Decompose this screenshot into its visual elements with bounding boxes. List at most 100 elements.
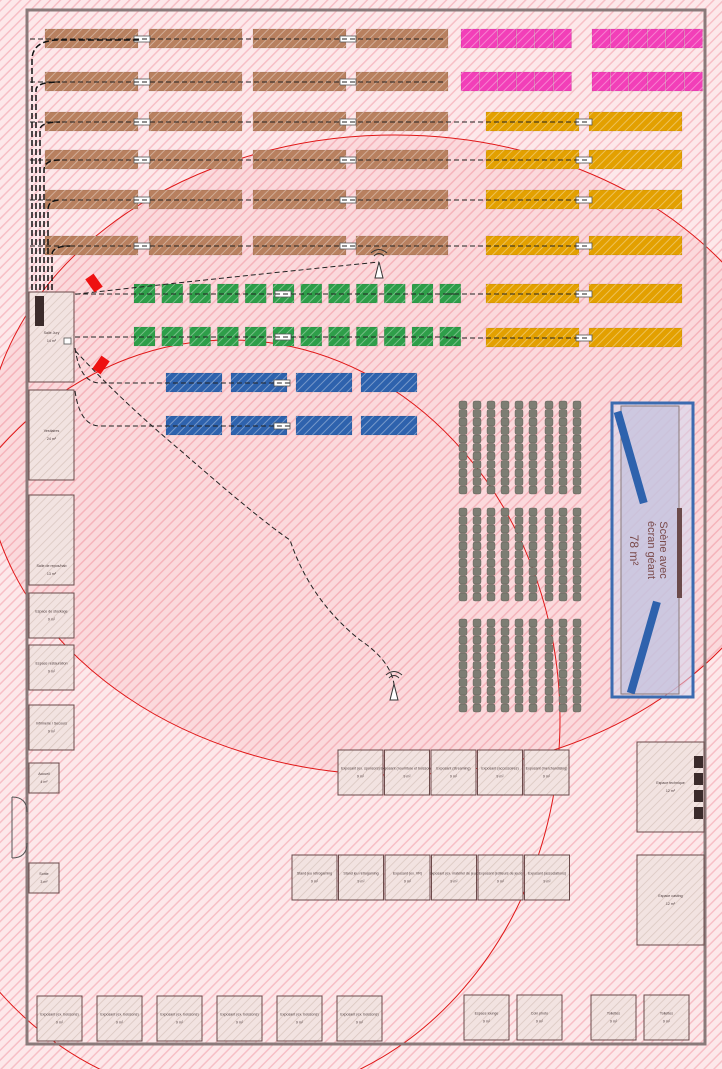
spectator-seat: [486, 661, 496, 670]
spectator-seat: [528, 443, 538, 452]
spectator-seat: [486, 477, 496, 486]
spectator-seat: [572, 533, 582, 542]
spectator-seat: [500, 400, 510, 410]
network-cable: [43, 159, 61, 290]
room-name: Stand jeu rétrogaming: [343, 872, 378, 876]
table-hatch: [45, 190, 138, 209]
room: Exposant (éditeurs de jeux)9 m²: [477, 854, 524, 901]
spectator-seat: [472, 584, 482, 593]
table-hatch: [231, 373, 287, 392]
spectator-seat: [486, 669, 496, 679]
spectator-seat: [572, 400, 582, 410]
table-hatch: [486, 284, 579, 303]
spectator-seat: [514, 635, 524, 645]
wifi-antenna-icon: [385, 671, 403, 701]
table-hatch: [253, 29, 346, 48]
spectator-seat: [544, 477, 554, 486]
spectator-seat: [528, 618, 538, 628]
room-area: 9 m²: [176, 1021, 184, 1025]
stage-title-line1: Scène avec: [657, 521, 669, 579]
room-name: Espace casting: [658, 894, 682, 898]
spectator-seat: [572, 460, 582, 469]
spectator-seat: [486, 652, 496, 662]
room-name: Exposant (ex. boissons): [220, 1013, 258, 1017]
spectator-seat: [528, 516, 538, 525]
spectator-seat: [500, 443, 510, 452]
table-hatch: [296, 373, 352, 392]
spectator-seat: [472, 541, 482, 551]
room-box: [216, 995, 263, 1042]
table-hatch: [535, 72, 553, 91]
spectator-seat: [458, 635, 468, 645]
room-name: Accueil: [38, 772, 50, 776]
power-strip-icon: [339, 156, 357, 164]
power-strip-icon: [339, 35, 357, 43]
room: Exposant (ex. sponsors)9 m²: [337, 749, 384, 796]
spectator-seat: [572, 485, 582, 495]
spectator-seat: [528, 558, 538, 568]
spectator-seat: [544, 400, 554, 410]
power-strip-icon: [339, 196, 357, 204]
spectator-seat: [558, 550, 568, 559]
spectator-seat: [514, 443, 524, 452]
spectator-seat: [514, 567, 524, 576]
spectator-seat: [544, 485, 554, 495]
room-name: Infirmerie / Secours: [36, 722, 67, 726]
room-box: [643, 994, 690, 1041]
room-area: 12 m²: [666, 789, 676, 793]
spectator-seat: [572, 644, 582, 653]
spectator-seat: [572, 417, 582, 427]
table-hatch: [134, 327, 155, 346]
spectator-seat: [472, 618, 482, 628]
spectator-seat: [514, 460, 524, 469]
room-area: 9 m²: [356, 1021, 364, 1025]
spectator-seat: [558, 541, 568, 551]
spectator-seat: [558, 468, 568, 478]
spectator-seat: [458, 644, 468, 653]
spectator-seat: [572, 507, 582, 517]
spectator-seat: [486, 451, 496, 461]
room-name: Exposant (ex. boissons): [100, 1013, 138, 1017]
spectator-seat: [500, 409, 510, 418]
spectator-seat: [486, 409, 496, 418]
power-strip-icon: [339, 242, 357, 250]
table-hatch: [589, 112, 682, 131]
spectator-seat: [458, 695, 468, 704]
spectator-seat: [544, 426, 554, 435]
room-name: Exposant (ex. boissons): [280, 1013, 318, 1017]
table-hatch: [486, 190, 579, 209]
spectator-seat: [528, 550, 538, 559]
spectator-seat: [500, 507, 510, 517]
spectator-seat: [558, 507, 568, 517]
entrance-doors[interactable]: [11, 796, 28, 859]
spectator-seat: [458, 686, 468, 696]
spectator-seat: [472, 533, 482, 542]
spectator-seat: [544, 417, 554, 427]
spectator-seat: [500, 686, 510, 696]
spectator-seat: [458, 485, 468, 495]
table-hatch: [361, 373, 417, 392]
spectator-seat: [472, 485, 482, 495]
spectator-seat: [458, 669, 468, 679]
spectator-seat: [458, 575, 468, 585]
table-hatch: [189, 284, 211, 303]
spectator-seat: [472, 550, 482, 559]
table-hatch: [296, 416, 352, 435]
spectator-seat: [514, 507, 524, 517]
spectator-seat: [514, 575, 524, 585]
table-hatch: [592, 72, 610, 91]
table-hatch: [486, 112, 579, 131]
room: Exposant (ex. matériel de jeux)9 m²: [429, 854, 479, 901]
spectator-seat: [472, 443, 482, 452]
room-name: Exposant (ex. boissons): [340, 1013, 378, 1017]
table-hatch: [553, 29, 572, 48]
room-name: Exposant (merchandising): [526, 767, 568, 771]
spectator-seat: [486, 635, 496, 645]
spectator-seat: [572, 558, 582, 568]
spectator-seat: [514, 695, 524, 704]
table-hatch: [553, 72, 572, 91]
